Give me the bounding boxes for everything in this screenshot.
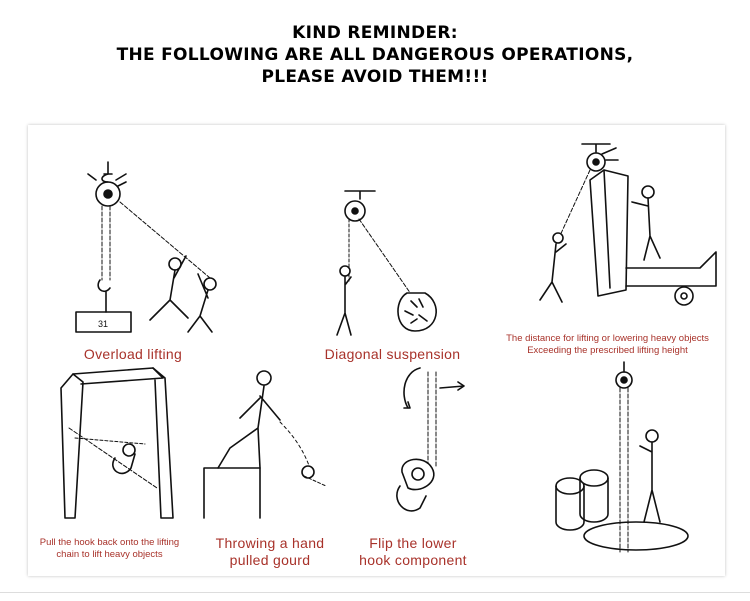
caption-line-1: The distance for lifting or lowering hea… xyxy=(506,333,709,344)
caption-line-1: Flip the lower xyxy=(369,535,457,551)
standing-under-load-illustration xyxy=(555,361,689,553)
flip-lower-hook-illustration xyxy=(396,367,465,512)
caption-line-2: hook component xyxy=(359,552,467,568)
heading-line-3: PLEASE AVOID THEM!!! xyxy=(261,67,489,87)
caption-flip-lower-hook: Flip the lower hook component xyxy=(348,535,478,569)
caption-line-2: chain to lift heavy objects xyxy=(56,549,163,560)
excess-lifting-height-illustration xyxy=(539,143,717,306)
caption-hook-back-on-chain: Pull the hook back onto the lifting chai… xyxy=(22,537,197,561)
throwing-hoist-illustration xyxy=(203,370,327,519)
caption-line-1: Pull the hook back onto the lifting xyxy=(39,537,180,548)
hook-back-on-chain-illustration xyxy=(60,367,174,519)
caption-line-1: Throwing a hand xyxy=(215,535,325,551)
diagonal-suspension-illustration xyxy=(336,190,437,336)
caption-excess-lifting-height: The distance for lifting or lowering hea… xyxy=(500,333,715,357)
heading-line-2: THE FOLLOWING ARE ALL DANGEROUS OPERATIO… xyxy=(116,45,634,65)
heading-line-1: KIND REMINDER: xyxy=(292,23,458,43)
bottom-divider xyxy=(0,592,750,593)
weight-label: 31 xyxy=(98,319,108,329)
overload-lifting-illustration: 31 xyxy=(75,161,217,333)
caption-diagonal-suspension: Diagonal suspension xyxy=(324,346,461,362)
caption-overload-lifting: Overload lifting xyxy=(83,346,183,362)
caption-line-2: Exceeding the prescribed lifting height xyxy=(527,345,688,356)
caption-throwing-hoist: Throwing a hand pulled gourd xyxy=(200,535,340,569)
warning-heading: KIND REMINDER: THE FOLLOWING ARE ALL DAN… xyxy=(0,22,750,88)
caption-line-2: pulled gourd xyxy=(229,552,311,568)
